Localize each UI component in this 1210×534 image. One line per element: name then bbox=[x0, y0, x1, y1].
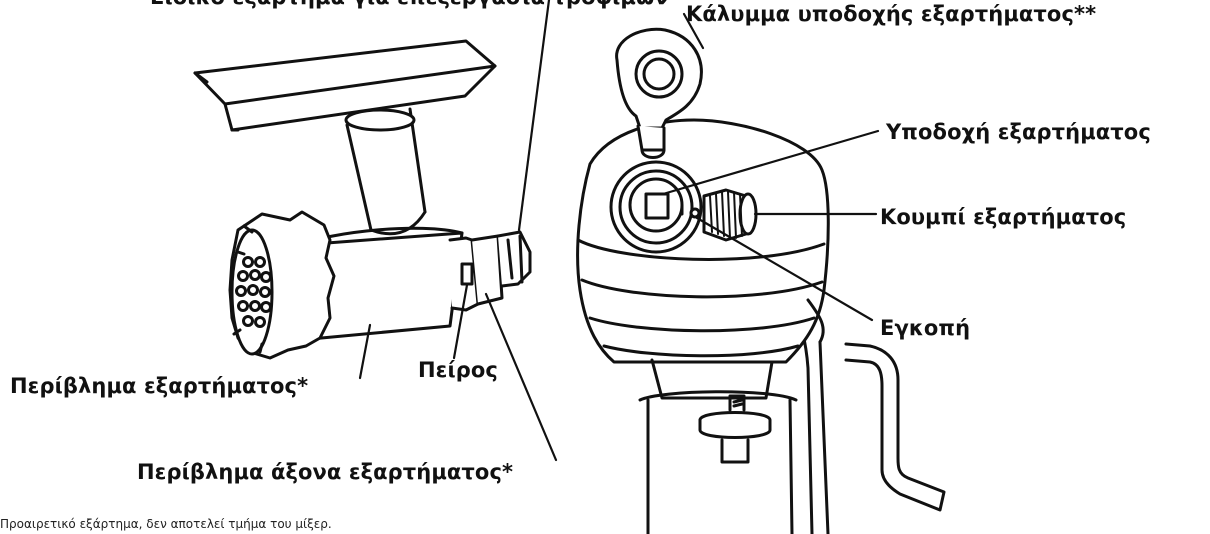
label-shaft-housing: Περίβλημα άξονα εξαρτήματος* bbox=[137, 460, 514, 484]
label-hub-cover: Κάλυμμα υποδοχής εξαρτήματος** bbox=[686, 2, 1097, 26]
label-attachment-socket: Υποδοχή εξαρτήματος bbox=[886, 120, 1151, 144]
hopper-tray bbox=[193, 39, 497, 132]
ring-nut bbox=[228, 210, 336, 360]
leader-cover bbox=[682, 12, 705, 50]
leader-lines bbox=[358, 0, 880, 462]
grinding-plate bbox=[235, 256, 272, 328]
hub-cover bbox=[615, 27, 703, 159]
feed-neck bbox=[344, 107, 427, 232]
leader-notch bbox=[695, 216, 874, 322]
attachment-knob-shape bbox=[702, 188, 758, 242]
grinder-attachment bbox=[193, 39, 532, 360]
leader-pin bbox=[452, 283, 469, 360]
mixer-head bbox=[576, 27, 946, 534]
shaft-housing bbox=[448, 230, 532, 312]
footnote: Προαιρετικό εξάρτημα, δεν αποτελεί τμήμα… bbox=[0, 517, 332, 531]
label-top-cut: Ειδικό εξάρτημα για επεξεργασία τροφίμων bbox=[150, 0, 669, 9]
label-attachment-housing: Περίβλημα εξαρτήματος* bbox=[10, 374, 309, 398]
leader-socket bbox=[661, 129, 880, 196]
beater-shaft bbox=[638, 358, 798, 534]
attachment-hub bbox=[609, 160, 703, 254]
leader-shaft bbox=[484, 292, 558, 462]
leader-top bbox=[517, 0, 551, 232]
grinder-body bbox=[298, 210, 464, 342]
label-notch: Εγκοπή bbox=[880, 316, 971, 340]
label-attachment-knob: Κουμπί εξαρτήματος bbox=[880, 205, 1127, 229]
leader-housing bbox=[358, 323, 372, 380]
label-pin: Πείρος bbox=[418, 358, 498, 382]
